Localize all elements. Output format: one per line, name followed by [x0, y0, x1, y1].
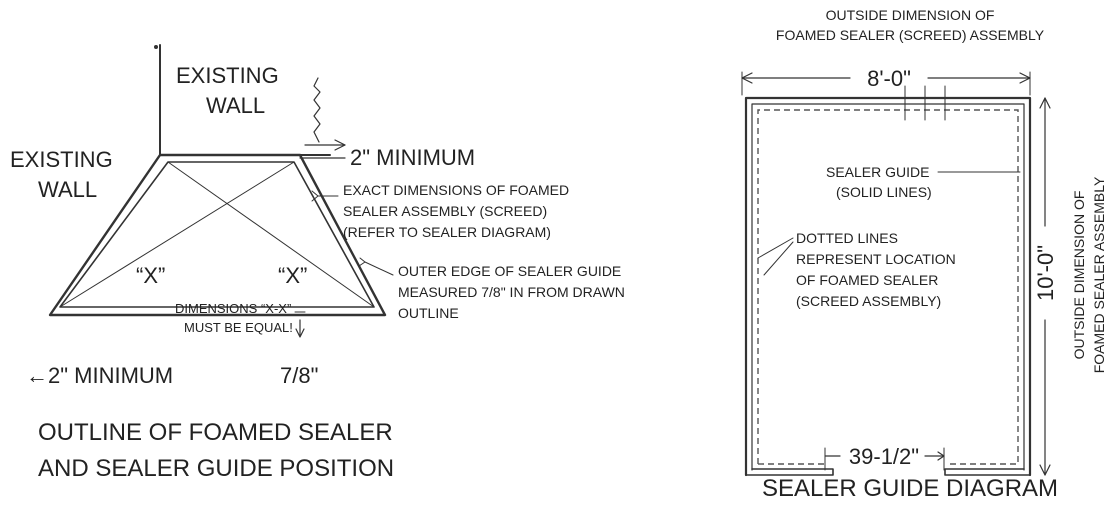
right-caption: SEALER GUIDE DIAGRAM — [762, 475, 1058, 502]
x-left-label: “X” — [136, 263, 165, 288]
outer-edge-leader — [364, 261, 394, 276]
dotted-leader-1 — [757, 237, 794, 259]
outside-top-text-1: OUTSIDE DIMENSION OF — [826, 7, 995, 23]
seven-eighths-arrow — [295, 328, 305, 338]
exact-dim-text-1: EXACT DIMENSIONS OF FOAMED — [343, 182, 569, 198]
existing-wall-top-label-2: WALL — [206, 93, 265, 118]
outer-edge-text-3: OUTLINE — [398, 305, 459, 321]
existing-wall-left-label-1: EXISTING — [10, 147, 113, 172]
outer-edge-text-2: MEASURED 7/8" IN FROM DRAWN — [398, 284, 625, 300]
height-arrow-top — [1039, 97, 1051, 109]
height-dim-label: 10'-0" — [1033, 245, 1058, 301]
diagonal-x-2 — [59, 161, 295, 308]
sealer-guide-outline — [59, 161, 375, 308]
outer-edge-arrow — [358, 257, 366, 267]
left-caption-2: AND SEALER GUIDE POSITION — [38, 455, 394, 482]
break-line — [313, 77, 321, 143]
width-arrow-left — [741, 72, 753, 84]
opening-arrow-right — [937, 451, 945, 461]
outer-edge-text-1: OUTER EDGE OF SEALER GUIDE — [398, 263, 621, 279]
dotted-text-1: DOTTED LINES — [796, 230, 898, 246]
exact-dim-text-2: SEALER ASSEMBLY (SCREED) — [343, 203, 547, 219]
drawn-outline — [48, 153, 387, 317]
dotted-text-2: REPRESENT LOCATION — [796, 251, 956, 267]
wall-end-mark — [154, 45, 158, 49]
existing-wall-top-label-1: EXISTING — [176, 63, 279, 88]
exact-dim-text-3: (REFER TO SEALER DIAGRAM) — [343, 224, 551, 240]
left-caption-1: OUTLINE OF FOAMED SEALER — [38, 419, 393, 446]
x-right-label: “X” — [278, 263, 307, 288]
height-arrow-bottom — [1039, 464, 1051, 476]
opening-dim-label: 39-1/2" — [849, 444, 919, 469]
dotted-text-3: OF FOAMED SEALER — [796, 272, 938, 288]
right-diagram: OUTSIDE DIMENSION OF FOAMED SEALER (SCRE… — [741, 7, 1107, 502]
seven-eighths-label: 7/8" — [280, 363, 318, 388]
foamed-sealer-dotted — [757, 109, 1019, 464]
sealer-guide-text-1: SEALER GUIDE — [826, 164, 929, 180]
min-bottom-label: ←2" MINIMUM — [26, 363, 173, 388]
outside-side-text-2: FOAMED SEALER ASSEMBLY — [1091, 176, 1107, 373]
diagonal-x-1 — [167, 161, 375, 308]
sealer-guide-text-2: (SOLID LINES) — [836, 184, 932, 200]
width-dim-label: 8'-0" — [867, 66, 911, 91]
outside-top-text-2: FOAMED SEALER (SCREED) ASSEMBLY — [776, 27, 1045, 43]
outside-side-text-1: OUTSIDE DIMENSION OF — [1071, 191, 1087, 360]
min-top-arrow — [334, 139, 346, 151]
equal-text-1: DIMENSIONS “X-X” — [175, 301, 291, 316]
equal-text-2: MUST BE EQUAL! — [184, 320, 293, 335]
dotted-text-4: (SCREED ASSEMBLY) — [796, 293, 941, 309]
sealer-guide-frame-outer — [744, 96, 1032, 477]
width-arrow-right — [1019, 72, 1031, 84]
bottom-leg-left — [745, 468, 834, 476]
bottom-leg-right — [944, 468, 1031, 476]
exact-dim-arrow — [311, 190, 319, 202]
min-top-label: 2" MINIMUM — [350, 145, 475, 170]
left-diagram: EXISTING WALL EXISTING WALL 2" MINIMUM E… — [10, 44, 625, 482]
sealer-guide-frame-inner — [751, 103, 1025, 471]
existing-wall-left-label-2: WALL — [38, 177, 97, 202]
dotted-leader-2 — [763, 241, 794, 276]
